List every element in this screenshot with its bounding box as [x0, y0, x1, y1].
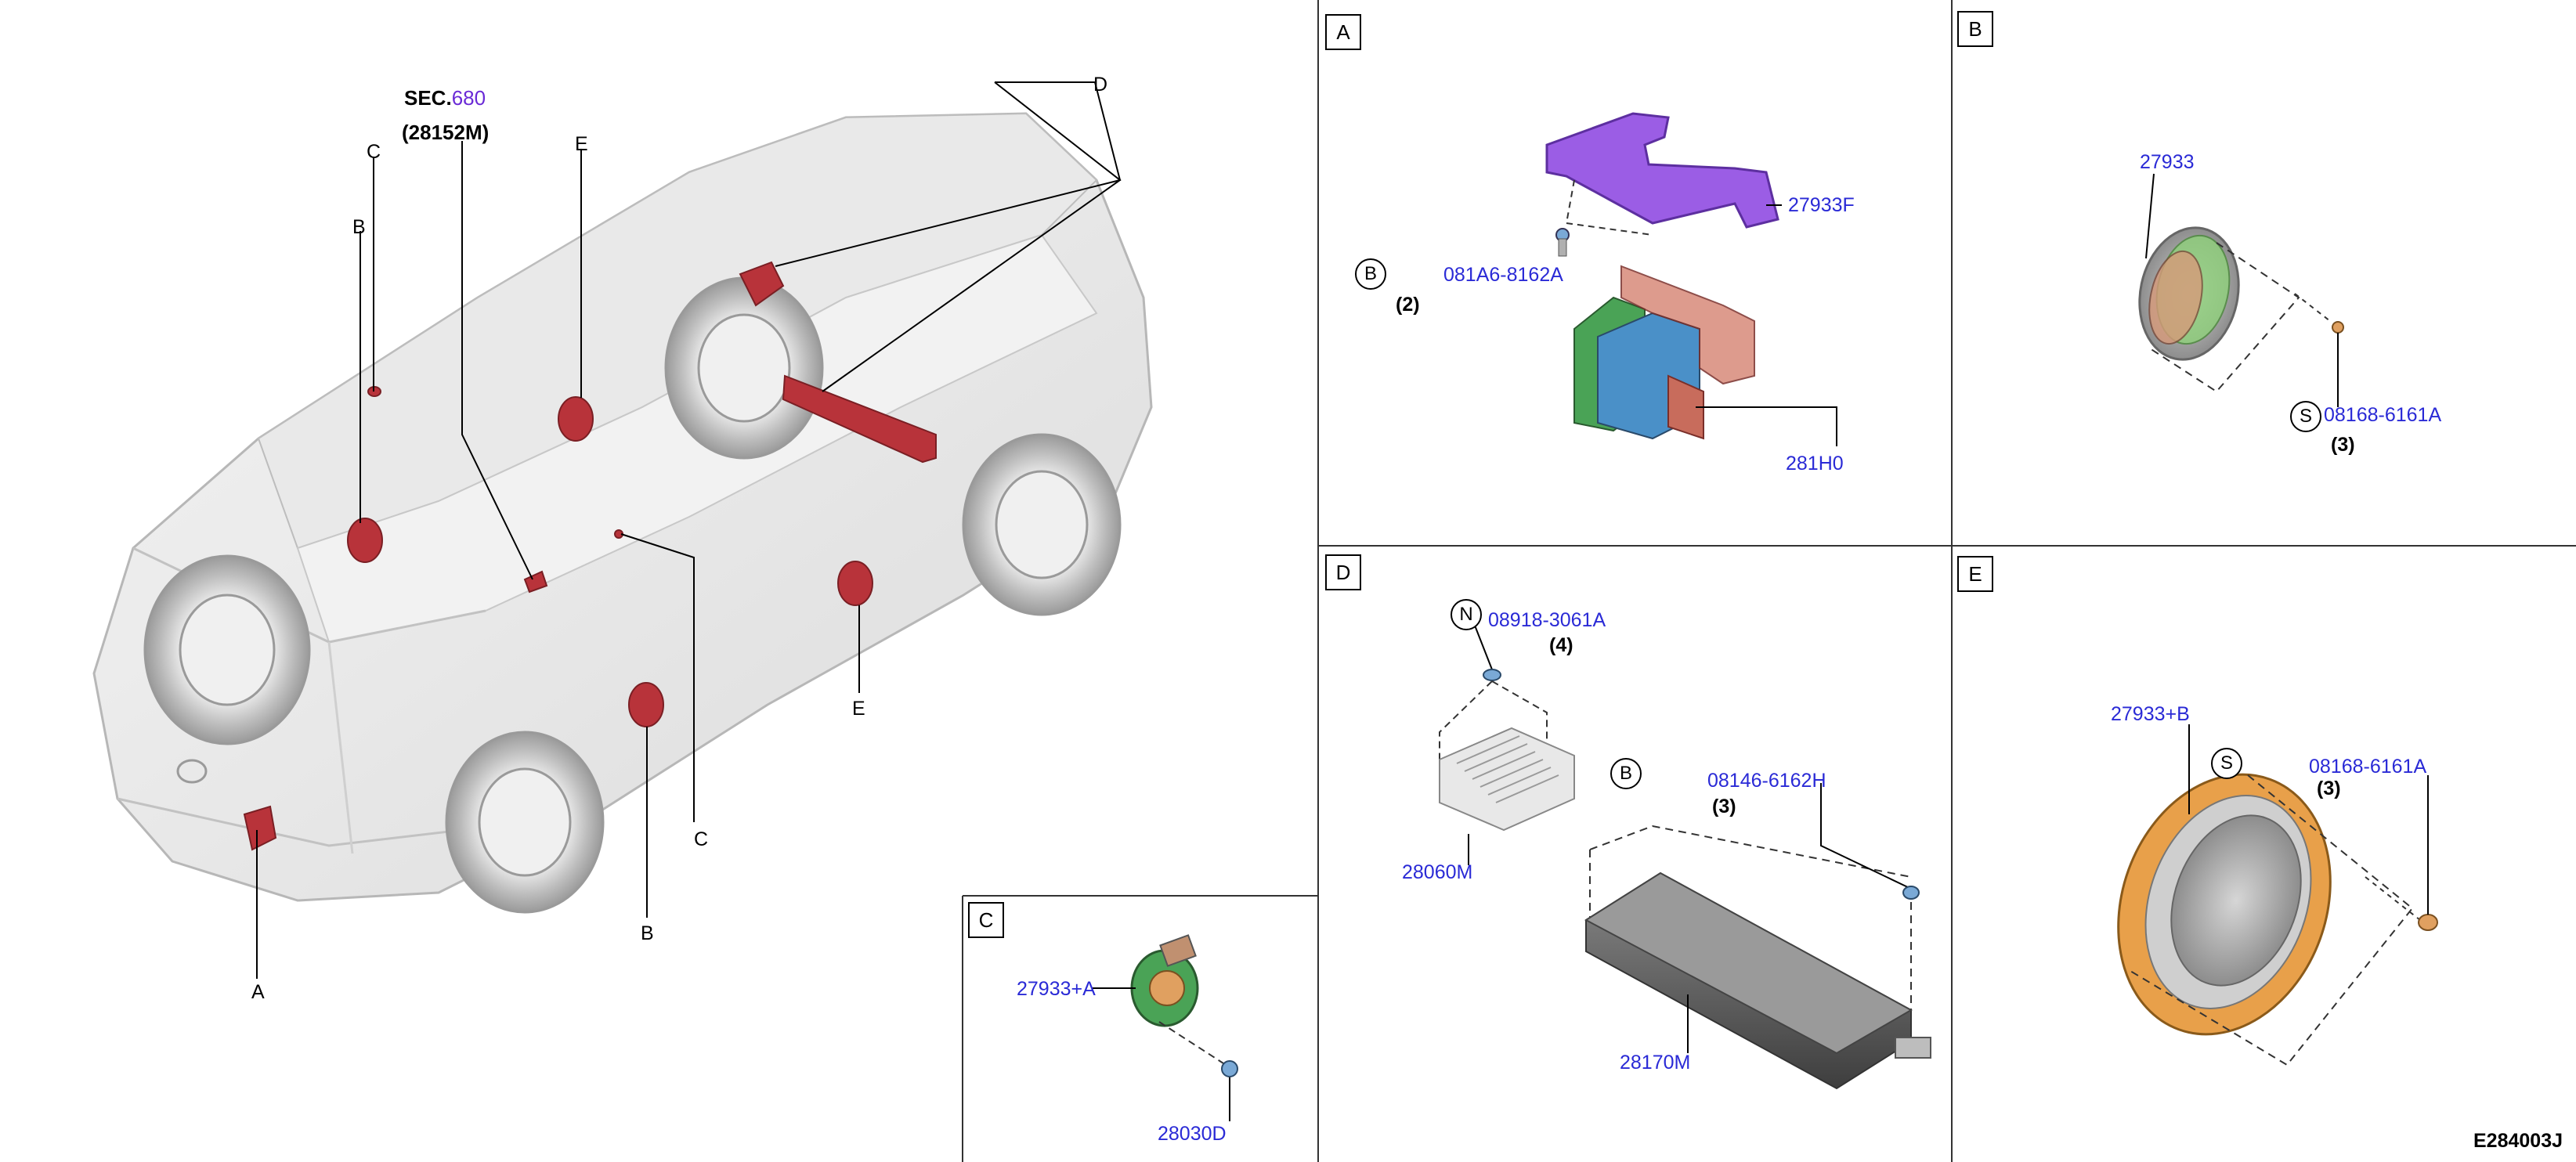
- callout-b-top: B: [352, 216, 366, 238]
- sec-number[interactable]: 680: [451, 86, 486, 110]
- part-28170m[interactable]: 28170M: [1620, 1052, 1691, 1074]
- callout-b-bottom: B: [641, 922, 654, 944]
- callout-d: D: [1093, 74, 1108, 96]
- part-08168-6161a-e[interactable]: 08168-6161A: [2309, 756, 2427, 778]
- panel-c-tag: C: [968, 902, 1004, 938]
- car-illustration: [92, 112, 1153, 914]
- part-27933f[interactable]: 27933F: [1788, 194, 1855, 216]
- callout-c-top: C: [367, 141, 381, 163]
- panel-b-drawing: [2138, 173, 2344, 407]
- part-08918-3061a[interactable]: 08918-3061A: [1488, 609, 1606, 631]
- panel-a-drawing: [1545, 112, 1837, 446]
- callout-a: A: [251, 981, 265, 1003]
- bolt-circle-b-d: B: [1610, 758, 1642, 789]
- screw-qty-e: (3): [2317, 778, 2341, 799]
- part-281h0[interactable]: 281H0: [1786, 453, 1844, 475]
- panel-d-tag: D: [1325, 554, 1361, 590]
- panel-a-tag: A: [1325, 14, 1361, 50]
- part-08168-6161a-b[interactable]: 08168-6161A: [2324, 404, 2442, 426]
- part-08146-6162h[interactable]: 08146-6162H: [1707, 770, 1826, 792]
- callout-e-top: E: [575, 133, 588, 155]
- screw-qty-b: (3): [2331, 434, 2355, 456]
- part-28030d[interactable]: 28030D: [1158, 1123, 1227, 1145]
- bolt-circle-b: B: [1355, 258, 1386, 290]
- part-28060m[interactable]: 28060M: [1402, 861, 1473, 883]
- diagram-code: E284003J: [2473, 1130, 2563, 1152]
- sec-prefix: SEC.: [404, 86, 452, 110]
- screw-circle-s-e: S: [2211, 748, 2242, 779]
- panel-b-tag: B: [1957, 11, 1993, 47]
- bolt-qty-d: (3): [1712, 796, 1736, 817]
- callout-c-bottom: C: [694, 828, 709, 850]
- part-27933-a[interactable]: 27933+A: [1017, 978, 1096, 1000]
- bolt-qty: (2): [1396, 294, 1420, 316]
- panel-e-tag: E: [1957, 556, 1993, 592]
- panel-c-drawing: [1093, 934, 1238, 1121]
- nut-circle-n: N: [1451, 599, 1482, 630]
- section-reference: SEC.680: [404, 86, 486, 110]
- overview-leader-lines: [256, 81, 1122, 979]
- part-27933-b[interactable]: 27933+B: [2111, 703, 2190, 725]
- part-27933[interactable]: 27933: [2140, 151, 2195, 173]
- screw-circle-s: S: [2290, 401, 2321, 432]
- panel-d-drawing: [1439, 615, 1931, 1090]
- panel-e-drawing: [2117, 724, 2438, 1066]
- panel-borders: [962, 0, 2576, 1162]
- sec-part-ref: (28152M): [402, 121, 490, 144]
- nut-qty: (4): [1549, 634, 1573, 656]
- part-081a6-8162a[interactable]: 081A6-8162A: [1443, 264, 1563, 286]
- callout-e-bottom: E: [852, 698, 865, 720]
